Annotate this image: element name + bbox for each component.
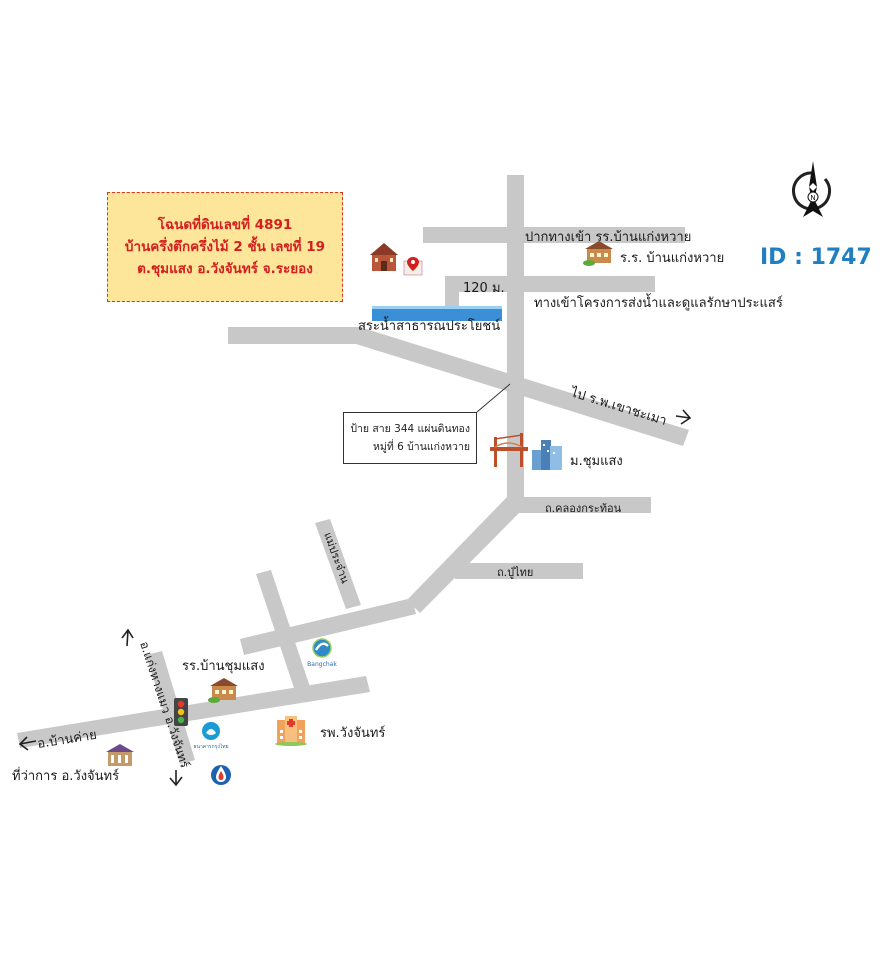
label-distance: 120 ม. <box>463 281 505 296</box>
road-junction-vertical <box>146 651 195 764</box>
school-icon <box>583 241 613 266</box>
bank-label: ธนาคารกรุงไทย <box>193 743 228 750</box>
arrow-south-icon <box>169 770 183 787</box>
pond <box>372 308 502 321</box>
arrow-khaochamao-icon <box>675 409 692 425</box>
sign-line-2: หมู่ที่ 6 บ้านแก่งหวาย <box>373 441 470 453</box>
church-icon <box>370 243 398 271</box>
bangchak-label: Bangchak <box>307 661 337 668</box>
road-branch-left <box>256 570 311 694</box>
road-120m-stub <box>445 276 459 312</box>
label-public-pond: สระน้ำสาธารณประโยชน์ <box>358 316 500 334</box>
road-main-vertical <box>507 175 524 510</box>
pond-edge <box>372 306 502 309</box>
arrow-ban-khai-icon <box>18 736 37 751</box>
compass-n-label: N <box>810 194 815 202</box>
label-pu-thai: ถ.ปู่ไทย <box>497 566 533 579</box>
info-line-1: โฉนดที่ดินเลขที่ 4891 <box>157 217 293 233</box>
hospital-icon <box>275 716 307 746</box>
traffic-light-icon <box>174 698 188 726</box>
roads <box>17 175 689 764</box>
gas-station-icon <box>211 765 231 785</box>
road-lower <box>17 676 370 748</box>
compass-icon: N <box>792 161 832 217</box>
label-school-kaengwai: ร.ร. บ้านแก่งหวาย <box>620 251 724 266</box>
arrow-north-icon <box>121 628 134 647</box>
arrows <box>18 409 692 787</box>
bangchak-icon: Bangchak <box>307 638 337 668</box>
road-120m <box>445 276 655 292</box>
bank-icon: ธนาคารกรุงไทย <box>193 722 229 750</box>
label-hospital: รพ.วังจันทร์ <box>320 725 385 741</box>
label-school-entrance: ปากทางเข้า รร.บ้านแก่งหวาย <box>525 230 691 245</box>
bridge-icon <box>490 433 528 467</box>
city-icon <box>532 440 562 470</box>
sign-pointer <box>476 383 511 413</box>
property-id-label: ID : 1747 <box>760 245 872 270</box>
road-top <box>423 227 685 243</box>
road-diagonal-sw <box>407 497 524 613</box>
info-line-2: บ้านครึ่งตึกครึ่งไม้ 2 ชั้น เลขที่ 19 <box>124 239 326 255</box>
road-pu-thai <box>455 563 583 579</box>
label-chumsaeng: ม.ชุมแสง <box>570 454 623 469</box>
label-waterworks: ทางเข้าโครงการส่งน้ำและดูแลรักษาประแสร์ <box>534 293 783 311</box>
road-mae-prachu <box>315 519 361 609</box>
map-pin-icon <box>403 257 423 276</box>
info-line-3: ต.ชุมแสง อ.วังจันทร์ จ.ระยอง <box>137 261 313 277</box>
school-chumsaeng-icon <box>208 678 238 703</box>
property-info-box: โฉนดที่ดินเลขที่ 4891 บ้านครึ่งตึกครึ่งไ… <box>107 192 343 302</box>
road-khaochamao <box>228 327 689 446</box>
bus-sign-box: ป้าย สาย 344 แผ่นดินทอง หมู่ที่ 6 บ้านแก… <box>343 412 477 464</box>
label-khlong-krathon: ถ.คลองกระท้อน <box>545 502 622 515</box>
sign-line-1: ป้าย สาย 344 แผ่นดินทอง <box>350 423 470 435</box>
label-district-office: ที่ว่าการ อ.วังจันทร์ <box>12 767 119 784</box>
government-building-icon <box>106 744 134 766</box>
road-khlong-krathon <box>508 497 651 513</box>
label-school-chumsaeng: รร.บ้านชุมแสง <box>182 659 265 674</box>
